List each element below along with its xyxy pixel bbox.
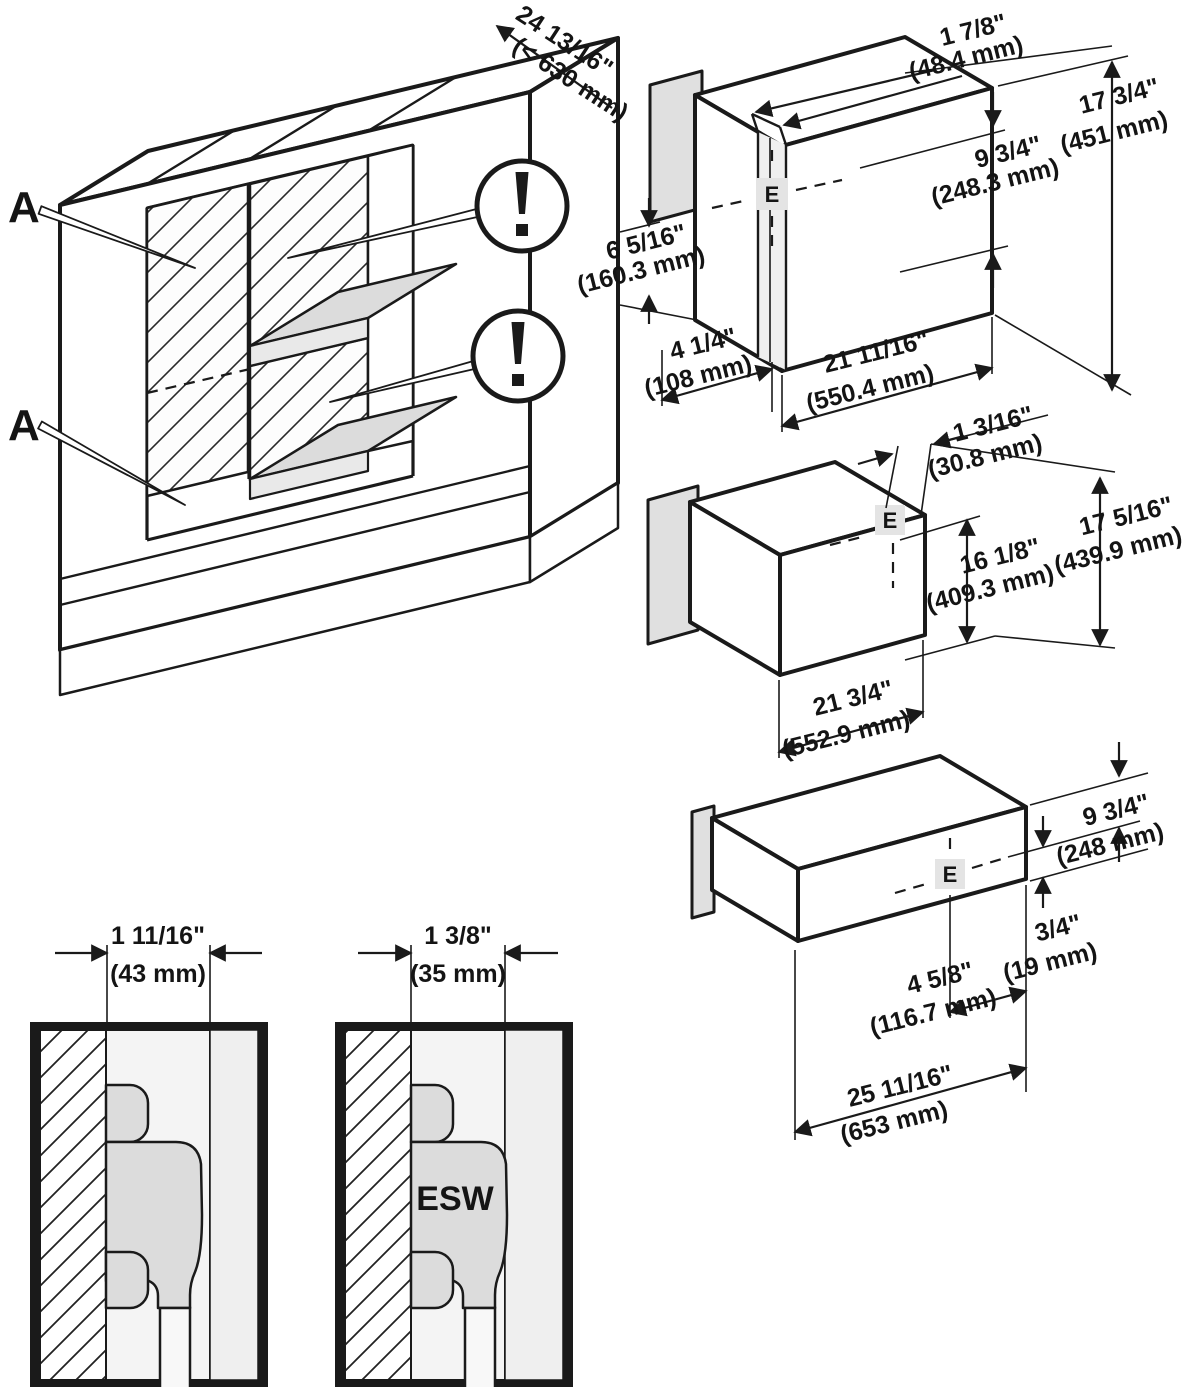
callout-lance-a-top: [37, 205, 196, 269]
panel-area: [504, 1029, 564, 1381]
electrical-connection-chip: [875, 505, 905, 535]
connection-dash: [711, 198, 749, 210]
cabinet-top-divider: [367, 75, 457, 133]
dim-extension: [904, 635, 996, 661]
plinth-line: [59, 464, 531, 581]
gap-inches: 1 11/16": [111, 922, 205, 950]
cutout-section-a: 1 11/16" (43 mm): [30, 922, 268, 1387]
cabinet-top-divider: [247, 104, 337, 162]
dim-extension: [994, 635, 1116, 649]
dim-extension: [920, 443, 932, 516]
plinth-line: [59, 490, 531, 607]
electrical-connection-chip: [935, 859, 965, 889]
electrical-connection-chip: [756, 178, 788, 210]
niche-height-mm: (451 mm): [1057, 105, 1170, 159]
dim-extension: [1029, 848, 1149, 882]
section-label-a-top: A: [8, 183, 40, 232]
exclamation-dot: [512, 374, 524, 386]
plug-pin-upper: [104, 1083, 150, 1144]
dim-extension: [859, 129, 1006, 169]
dim-extension: [1029, 772, 1149, 806]
plinth-side: [528, 481, 620, 584]
dim-leader: [904, 45, 1113, 74]
dim-line: [948, 986, 1028, 1017]
plug-pin-lower: [409, 1250, 455, 1310]
callout-lance-a-bottom: [37, 420, 186, 506]
compartment-tall-figure: E 1 7/8" (48.4 mm) 17 3/4" (451 mm) 9 3/…: [574, 8, 1171, 432]
dim-line: [793, 1063, 1028, 1137]
dim-line: [754, 68, 936, 117]
warning-circle-bottom: [470, 308, 566, 404]
dim-line: [780, 363, 994, 431]
dim-line: [857, 450, 894, 467]
dim-extension: [994, 314, 1132, 396]
dim-extension: [997, 55, 1129, 87]
electrical-connection-label: E: [765, 182, 780, 207]
wall-hatch: [344, 1029, 412, 1381]
dim-extension: [930, 443, 1116, 473]
compartment-mid-figure: E 1 3/16" (30.8 mm) 16 1/8" (409.3 mm) 1…: [646, 401, 1185, 764]
gap-mm: (43 mm): [110, 960, 206, 988]
connection-dash: [829, 534, 867, 547]
plug-pin-upper: [409, 1083, 455, 1144]
gap-inches: 1 3/8": [424, 922, 491, 950]
electrical-connection-label: E: [943, 862, 958, 887]
niche-bottom-edge: [146, 474, 414, 542]
dim-extension: [899, 245, 1009, 273]
dim-line: [777, 707, 925, 757]
plug-model-label: ESW: [416, 1180, 494, 1218]
exclamation-icon: [515, 172, 529, 214]
plug-cable: [463, 1306, 497, 1387]
panel-area: [209, 1029, 259, 1381]
channel-notch: [778, 126, 788, 146]
dim-line: [782, 74, 963, 130]
dim-extension: [619, 304, 698, 321]
plug-pin-lower: [104, 1250, 150, 1310]
connection-dash: [894, 882, 927, 895]
cabinet-depth-dim-line: [495, 24, 613, 109]
box-right-face: [796, 805, 1028, 943]
connection-dash: [795, 178, 843, 192]
dim-extension: [885, 445, 899, 509]
exclamation-icon: [511, 322, 525, 364]
section-label-a-bottom: A: [8, 401, 40, 450]
channel-notch: [750, 113, 760, 133]
connection-dash: [971, 856, 1006, 870]
front-flange: [690, 804, 716, 920]
gap-mm: (35 mm): [410, 960, 506, 988]
back-panel-hatch-left: [145, 182, 250, 498]
connection-channel: [758, 132, 786, 370]
cabinet-figure: A A 24 13/16" (< 630 mm): [8, 0, 633, 697]
dim-leader: [933, 414, 1049, 445]
exclamation-dot: [516, 224, 528, 236]
cutout-section-b: 1 3/8" (35 mm) ESW: [335, 922, 573, 1387]
wall-hatch: [39, 1029, 107, 1381]
warning-circle-top: [474, 158, 570, 254]
plug-cable: [158, 1306, 192, 1387]
electrical-connection-label: E: [883, 508, 898, 533]
cabinet-top-divider: [146, 128, 236, 186]
niche-floor-edge: [248, 449, 370, 501]
dim-line: [660, 364, 774, 405]
drawer-figure: E 9 3/4" (248 mm) 3/4" (19 mm) 4 5/8" (1…: [690, 742, 1167, 1149]
front-flange: [646, 484, 700, 646]
